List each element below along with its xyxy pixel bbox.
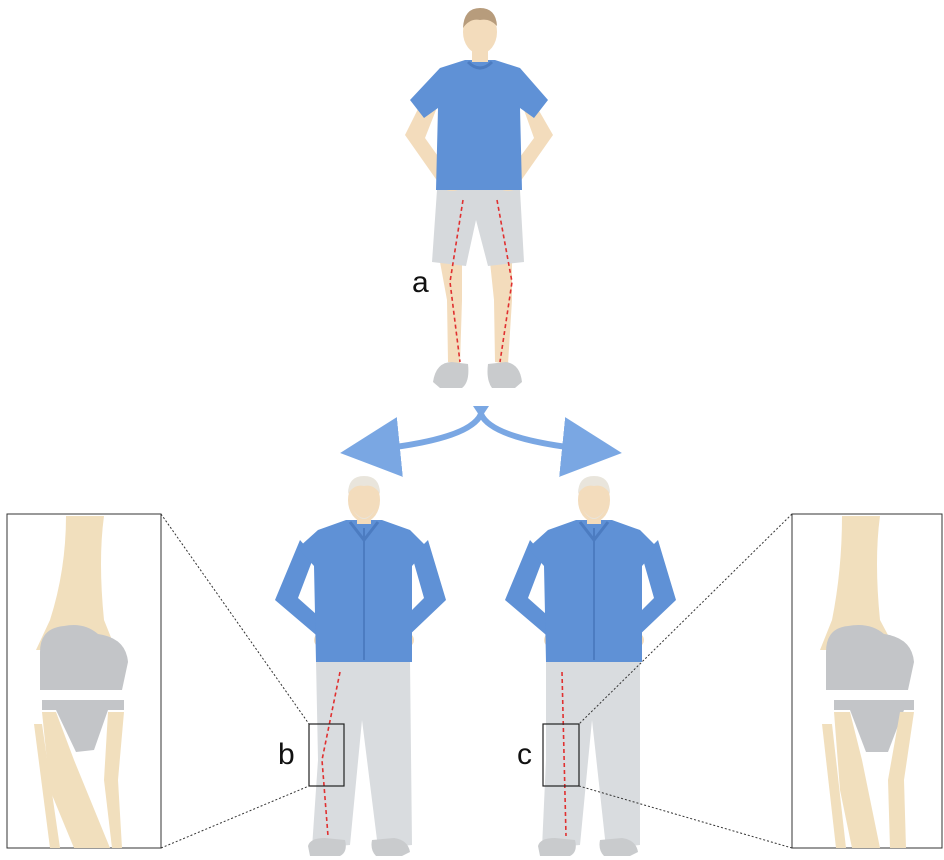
person-older-aligned-icon bbox=[505, 476, 676, 856]
person-older-varus-icon bbox=[275, 476, 446, 856]
inset-left bbox=[7, 514, 161, 848]
connector-lines bbox=[161, 514, 792, 848]
split-arrow-icon bbox=[370, 406, 592, 450]
inset-right bbox=[792, 514, 942, 848]
label-a: a bbox=[412, 266, 429, 299]
label-c: c bbox=[517, 738, 532, 771]
label-b: b bbox=[278, 738, 295, 771]
person-young-icon bbox=[405, 8, 553, 388]
